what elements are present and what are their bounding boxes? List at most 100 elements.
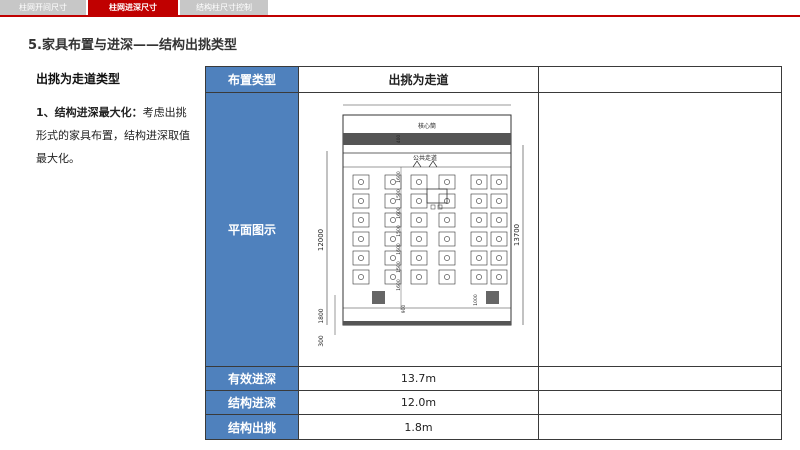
plan-line	[437, 204, 442, 209]
desk	[470, 269, 487, 284]
chair-icon	[443, 216, 450, 223]
desk	[352, 231, 369, 246]
plan-line	[430, 204, 435, 209]
desk	[490, 269, 507, 284]
desk	[438, 269, 455, 284]
row-extra-structural-depth	[538, 390, 782, 415]
section-description: 1、结构进深最大化：考虑出挑形式的家具布置，结构进深取值最大化。	[36, 101, 196, 170]
chair-icon	[495, 273, 502, 280]
dim-structural-depth: 12000	[317, 228, 325, 250]
chair-icon	[443, 235, 450, 242]
desk	[352, 269, 369, 284]
desk	[490, 250, 507, 265]
chair-icon	[415, 178, 422, 185]
table-row: 结构出挑 1.8m	[205, 414, 782, 440]
chair-icon	[357, 273, 364, 280]
header-extra-cell	[538, 66, 782, 93]
desk	[438, 250, 455, 265]
dim-inner-segment: 1500	[396, 189, 402, 201]
desk	[410, 250, 427, 265]
row-value-structural-overhang: 1.8m	[298, 414, 539, 440]
row-label-structural-depth: 结构进深	[205, 390, 299, 415]
desk	[490, 231, 507, 246]
corridor-label: 公共走道	[412, 154, 436, 162]
desk	[470, 250, 487, 265]
dim-overhang: 1800	[318, 308, 325, 323]
chair-icon	[389, 216, 396, 223]
dim-inner-segment: 1600	[396, 207, 402, 219]
chair-icon	[389, 273, 396, 280]
chair-icon	[415, 216, 422, 223]
chair-icon	[357, 254, 364, 261]
reception-desk	[426, 188, 447, 203]
chair-icon	[389, 197, 396, 204]
chair-icon	[495, 178, 502, 185]
row-extra-effective-depth	[538, 366, 782, 391]
chair-icon	[495, 235, 502, 242]
plan-extra-cell	[538, 92, 782, 367]
desk	[470, 212, 487, 227]
chair-icon	[415, 235, 422, 242]
section-heading: 出挑为走道类型	[36, 72, 121, 86]
table-header-row: 布置类型 出挑为走道	[205, 66, 782, 93]
chair-icon	[495, 254, 502, 261]
desk	[410, 174, 427, 189]
tab-column-bay-depth[interactable]: 柱网进深尺寸	[88, 0, 178, 15]
row-label-structural-overhang: 结构出挑	[205, 414, 299, 440]
structural-column	[485, 290, 499, 304]
chair-icon	[475, 235, 482, 242]
desk	[438, 212, 455, 227]
dim-inner-right: 1000	[473, 294, 479, 306]
desk	[410, 269, 427, 284]
desk	[352, 174, 369, 189]
tab-column-size-control[interactable]: 结构柱尺寸控制	[180, 0, 268, 15]
desk	[352, 193, 369, 208]
desk	[470, 231, 487, 246]
core-band	[342, 132, 511, 145]
desk	[490, 193, 507, 208]
row-value-effective-depth: 13.7m	[298, 366, 539, 391]
dim-inner-segment: 1500	[396, 261, 402, 273]
desk	[438, 231, 455, 246]
row-value-structural-depth: 12.0m	[298, 390, 539, 415]
chair-icon	[475, 273, 482, 280]
desk	[490, 212, 507, 227]
tab-column-bay-width[interactable]: 柱网开间尺寸	[0, 0, 86, 15]
dim-inner-segment: 1600	[396, 243, 402, 255]
chair-icon	[415, 273, 422, 280]
table-row: 有效进深 13.7m	[205, 366, 782, 391]
chair-icon	[475, 197, 482, 204]
point-text: 考虑出挑形式的家具布置，结构进深取值最大化。	[36, 106, 190, 165]
header-value-cell: 出挑为走道	[298, 66, 539, 93]
desk	[438, 174, 455, 189]
desk	[410, 193, 427, 208]
door-symbol	[412, 159, 437, 167]
desk	[352, 250, 369, 265]
table-row: 结构进深 12.0m	[205, 390, 782, 415]
slab-edge	[342, 320, 511, 325]
tab-bar: 柱网开间尺寸 柱网进深尺寸 结构柱尺寸控制	[0, 0, 800, 17]
dim-effective-depth: 13700	[513, 223, 521, 245]
chair-icon	[475, 216, 482, 223]
chair-icon	[475, 254, 482, 261]
plan-label-cell: 平面图示	[205, 92, 299, 367]
dim-inner-segment: 1600	[396, 279, 402, 291]
chair-icon	[443, 273, 450, 280]
desk	[490, 174, 507, 189]
desk	[410, 212, 427, 227]
dim-inner-segment: 1500	[396, 225, 402, 237]
chair-icon	[389, 178, 396, 185]
header-label-cell: 布置类型	[205, 66, 299, 93]
chair-icon	[495, 197, 502, 204]
desk	[470, 193, 487, 208]
chair-icon	[415, 197, 422, 204]
desk	[352, 212, 369, 227]
chair-icon	[389, 235, 396, 242]
row-label-effective-depth: 有效进深	[205, 366, 299, 391]
chair-icon	[357, 178, 364, 185]
structural-column	[371, 290, 385, 304]
page-title: 5.家具布置与进深——结构出挑类型	[28, 38, 237, 53]
